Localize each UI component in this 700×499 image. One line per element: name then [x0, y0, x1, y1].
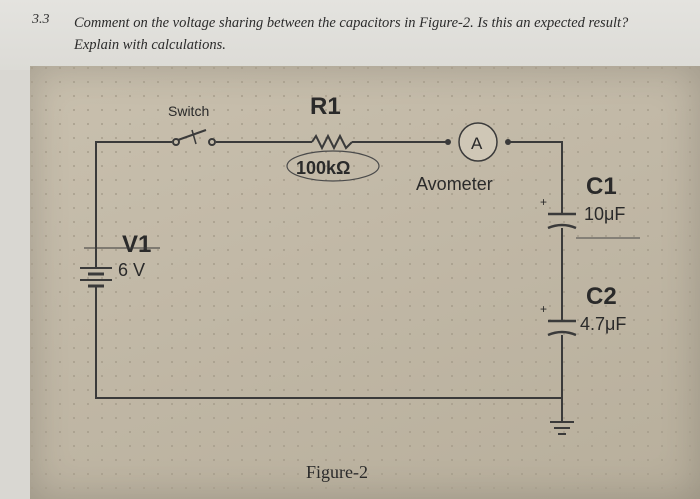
- resistor-symbol: [311, 133, 353, 151]
- meter-terminal-left: [445, 139, 451, 145]
- capacitor-c1-symbol: [547, 212, 577, 230]
- question-text: Comment on the voltage sharing between t…: [74, 15, 629, 53]
- question-header: 3.3 Comment on the voltage sharing betwe…: [0, 0, 700, 70]
- wire-bottom: [95, 290, 562, 399]
- wire-top-left: [95, 141, 172, 262]
- cap1-value: 10μF: [584, 204, 625, 224]
- meter-terminal-right: [505, 139, 511, 145]
- hand-drawn-circle: [286, 150, 380, 182]
- ground-symbol: [550, 421, 574, 435]
- c2-plus: +: [540, 302, 547, 316]
- switch-symbol: [172, 129, 216, 146]
- dot-grid: [30, 66, 700, 499]
- source-value: 6 V: [118, 260, 145, 280]
- question-number: 3.3: [32, 12, 50, 27]
- wire-top-right: [506, 141, 563, 214]
- cap1-name: C1: [586, 173, 617, 200]
- switch-label: Switch: [168, 103, 209, 119]
- ammeter-letter: A: [471, 134, 483, 153]
- ammeter-symbol: [458, 122, 498, 162]
- c1-plus: +: [540, 195, 547, 209]
- wires: [95, 141, 563, 422]
- figure-caption: Figure-2: [306, 462, 368, 482]
- resistor-value: 100kΩ: [296, 158, 350, 178]
- cap2-value: 4.7μF: [580, 314, 626, 334]
- cap2-name: C2: [586, 283, 617, 310]
- source-name: V1: [122, 231, 151, 258]
- circuit-photo: Switch R1 100kΩ A Avometer V1 6 V + C1: [30, 66, 700, 499]
- circuit-diagram: Switch R1 100kΩ A Avometer V1 6 V + C1: [30, 66, 700, 499]
- battery-symbol: [80, 262, 112, 290]
- meter-label: Avometer: [416, 174, 493, 194]
- resistor-name: R1: [310, 93, 341, 120]
- capacitor-c2-symbol: [547, 319, 577, 337]
